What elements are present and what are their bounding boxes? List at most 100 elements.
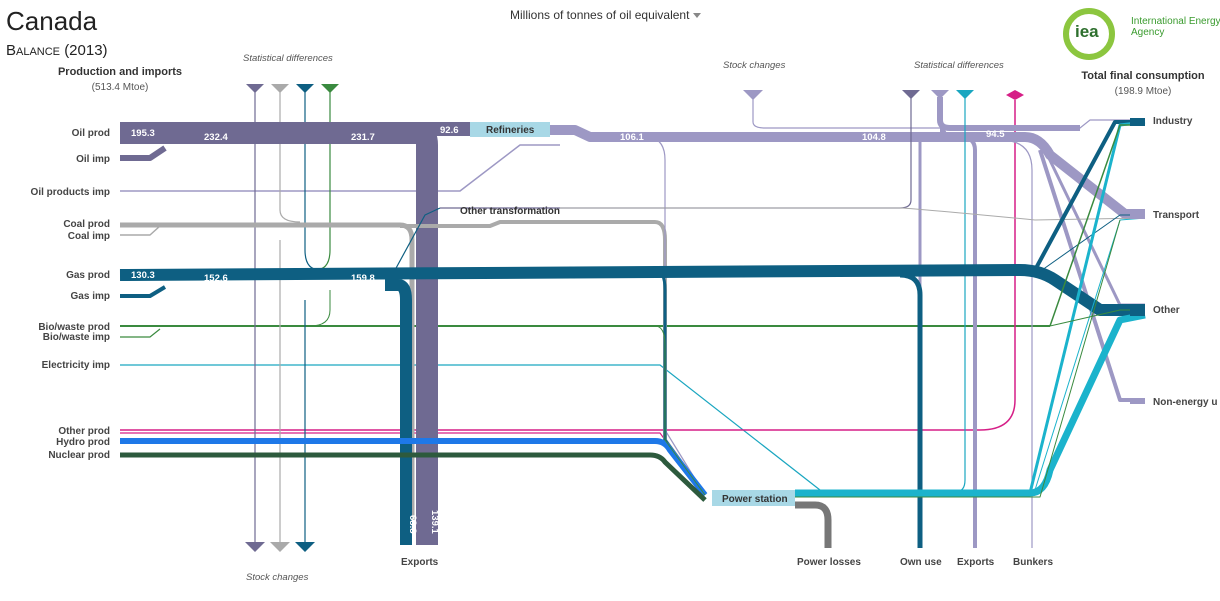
logo-name: International Energy Agency: [1131, 16, 1220, 38]
flow-power-losses: [795, 501, 832, 548]
marker-gas-triangle: [296, 84, 314, 93]
source-bio-imp: Bio/waste imp: [43, 332, 110, 343]
marker-coal-triangle: [271, 84, 289, 93]
flow-other-prod: [120, 100, 1016, 431]
flow-gas-own-use: [899, 272, 923, 548]
marker-oil-stock-triangle: [245, 542, 265, 552]
source-electricity-imp: Electricity imp: [42, 360, 110, 371]
own-use-label: Own use: [900, 557, 942, 568]
value-gas-159: 159.8: [351, 273, 375, 284]
flow-stat-bio: [314, 88, 331, 271]
value-oil-94: 94.5: [986, 129, 1005, 140]
source-coal-prod: Coal prod: [63, 219, 110, 230]
refineries-label: Refineries: [486, 125, 535, 136]
flow-power-elec-main: [795, 311, 1146, 497]
flow-stock-top: [752, 95, 1145, 129]
value-oil-232: 232.4: [204, 132, 228, 143]
flow-bio-loop: [309, 290, 331, 327]
value-gas-152: 152.6: [204, 273, 228, 284]
sink-nonenergy-bar: [1130, 398, 1145, 404]
source-bio-prod: Bio/waste prod: [38, 322, 110, 333]
unit-dropdown[interactable]: Millions of tonnes of oil equivalent: [510, 8, 702, 22]
sink-other-label: Other: [1153, 305, 1180, 316]
marker-r1-triangle: [902, 90, 920, 99]
sink-transport-label: Transport: [1153, 210, 1200, 221]
bunkers-label: Bunkers: [1013, 557, 1053, 568]
marker-stock-top-triangle: [743, 90, 763, 100]
stock-changes-bottom-label: Stock changes: [246, 572, 309, 583]
flow-oil-main: [120, 122, 438, 545]
value-gas-prod: 130.3: [131, 270, 155, 281]
marker-r2-triangle: [931, 90, 949, 99]
flow-stat-gas: [304, 88, 321, 271]
flow-othertrans-to-tfc: [560, 207, 1146, 221]
flow-stat-right-2: [937, 97, 1080, 131]
flow-bio-to-power: [654, 325, 706, 496]
power-station-node[interactable]: [712, 490, 795, 506]
balance-subtitle: Balance (2013): [6, 42, 108, 59]
stat-diff-markers-right: [902, 90, 1024, 100]
exports-right-label: Exports: [957, 557, 995, 568]
flow-electricity-imp: [120, 364, 821, 491]
value-oil-exports: 139.1: [429, 510, 440, 534]
marker-oil-triangle: [246, 84, 264, 93]
logo-circle: [1063, 8, 1115, 60]
other-transformation-label: Other transformation: [460, 206, 560, 217]
unit-dropdown-label: Millions of tonnes of oil equivalent: [510, 8, 690, 22]
source-oil-products-imp: Oil products imp: [31, 187, 110, 198]
marker-r4-triangle: [1006, 90, 1024, 100]
source-nuclear-prod: Nuclear prod: [48, 450, 110, 461]
sink-other-bar: [1130, 306, 1145, 316]
right-column-title: Total final consumption: [1081, 70, 1205, 82]
stat-diff-markers-left: [246, 84, 339, 93]
flow-power-bio-out: [795, 219, 1121, 498]
marker-bio-triangle: [321, 84, 339, 93]
sink-industry-label: Industry: [1153, 116, 1193, 127]
right-column-total: (198.9 Mtoe): [1114, 86, 1172, 97]
value-refinery-out: 106.1: [620, 132, 644, 143]
stock-changes-top-label: Stock changes: [723, 60, 786, 71]
flow-refinery-out: [550, 125, 1145, 219]
value-oil-231: 231.7: [351, 132, 375, 143]
flow-oil-imp: [120, 145, 167, 161]
flow-stat-coal: [279, 88, 301, 223]
logo-abbr: iea: [1075, 22, 1099, 41]
value-oil-104: 104.8: [862, 132, 886, 143]
left-column-title: Production and imports: [57, 66, 183, 78]
marker-gas-stock-triangle: [295, 542, 315, 552]
flow-refinery-to-power: [649, 136, 706, 496]
chevron-down-icon: [693, 13, 702, 19]
flow-gas-imp: [120, 285, 167, 298]
power-losses-label: Power losses: [797, 557, 861, 568]
flow-oilprod-to-own: [939, 128, 977, 548]
value-refinery-in: 92.6: [440, 125, 459, 136]
sink-nonenergy-label: Non-energy u: [1153, 397, 1217, 408]
refineries-node[interactable]: [470, 122, 550, 137]
exports-left-label: Exports: [401, 557, 439, 568]
flow-coal-imp: [120, 225, 161, 236]
marker-r3-triangle: [956, 90, 974, 99]
value-oil-prod: 195.3: [131, 128, 155, 139]
flow-gas-main: [119, 264, 1145, 316]
source-other-prod: Other prod: [58, 426, 110, 437]
flow-gas-exports: [385, 279, 412, 545]
flow-nuclear: [120, 452, 707, 502]
flow-gas-to-power: [654, 268, 707, 496]
marker-coal-stock-triangle: [270, 542, 290, 552]
iea-logo: iea International Energy Agency: [1063, 8, 1220, 64]
flow-bio-imp: [120, 328, 161, 338]
source-coal-imp: Coal imp: [68, 231, 110, 242]
source-gas-prod: Gas prod: [66, 270, 110, 281]
stock-change-markers-bottom: [245, 542, 315, 552]
flow-bunkers: [999, 139, 1033, 548]
sink-transport-bar: [1130, 210, 1145, 219]
flow-power-to-transport: [1034, 217, 1146, 491]
power-station-label: Power station: [722, 494, 788, 505]
flow-oil-products-imp: [120, 144, 560, 192]
flow-gas-to-othertrans: [394, 207, 441, 271]
value-gas-exports: 68.8: [407, 515, 418, 534]
flow-stat-right-3: [820, 97, 966, 493]
left-column-total: (513.4 Mtoe): [91, 82, 149, 93]
country-title: Canada: [6, 6, 98, 36]
